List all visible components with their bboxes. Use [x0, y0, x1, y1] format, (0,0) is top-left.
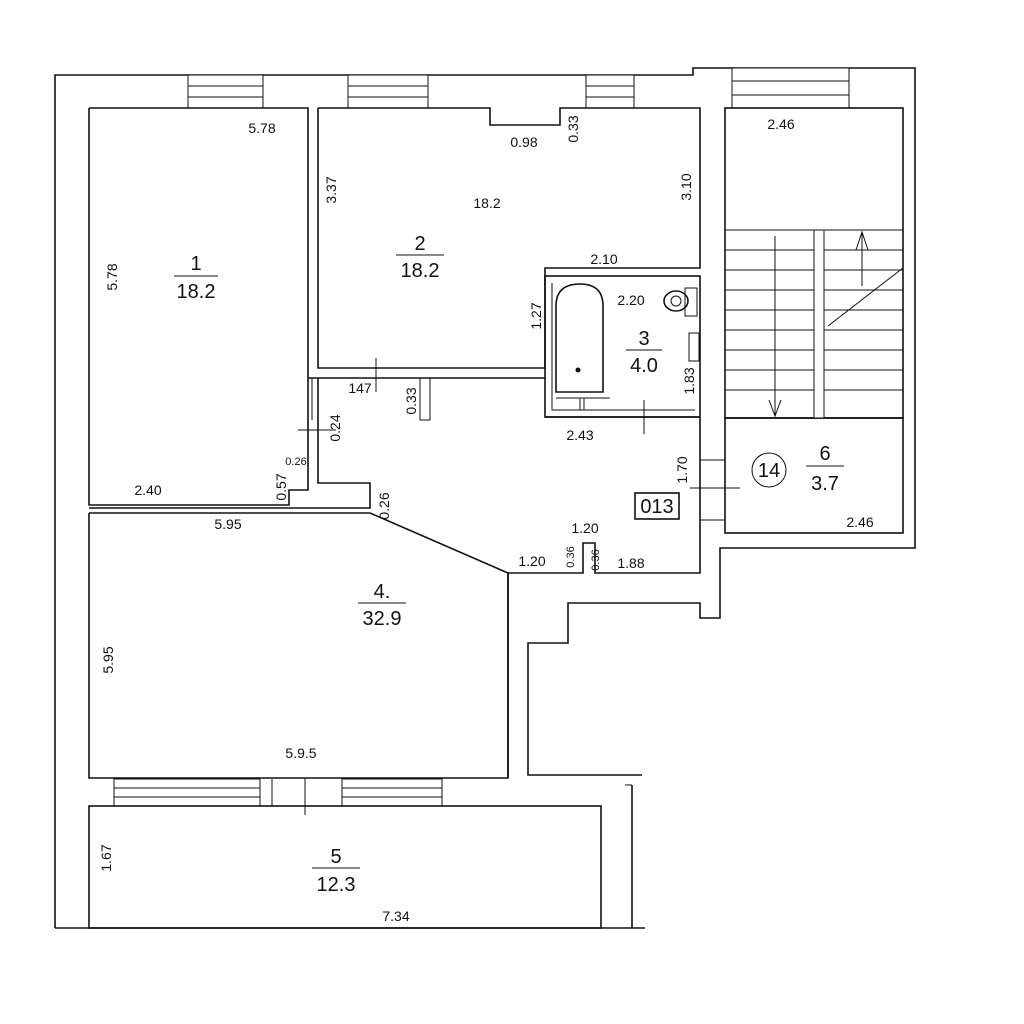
room-5-label: 5 12.3 [312, 846, 360, 896]
window-room2-right [585, 74, 635, 109]
dim-hall-147: 147 [348, 380, 372, 396]
door-marks [298, 358, 645, 815]
dim-r1-left: 5.78 [104, 263, 120, 290]
window-room1 [187, 74, 264, 109]
dim-bath-right: 1.83 [681, 367, 697, 394]
dim-bath-left: 1.27 [528, 302, 544, 329]
room-1-number: 1 [190, 253, 201, 275]
room-2-area: 18.2 [401, 260, 440, 282]
room-2-outline [317, 107, 701, 369]
dim-hall-033: 0.33 [403, 387, 419, 414]
dim-bath-bottom: 2.43 [566, 427, 593, 443]
room-2-number: 2 [414, 233, 425, 255]
dim-r1-step-h: 0.57 [273, 473, 289, 500]
hall-partitions [89, 377, 701, 778]
dim-r2-bottom: 2.10 [590, 251, 617, 267]
dim-hall-024: 0.24 [327, 414, 343, 441]
windows [113, 67, 850, 807]
dim-corr-120-left: 1.20 [518, 553, 545, 569]
door-code: 013 [640, 496, 673, 518]
dim-r4-top: 5.95 [214, 516, 241, 532]
dim-stair-bottom: 2.46 [846, 514, 873, 530]
room-1-label: 1 18.2 [174, 253, 218, 303]
dim-r2-right: 3.10 [678, 173, 694, 200]
window-room4-right [341, 778, 443, 807]
room-2-label: 2 18.2 18.2 [396, 195, 501, 282]
toilet [663, 287, 698, 317]
dim-r1-bottom: 2.40 [134, 482, 161, 498]
room-1-outline [88, 107, 309, 506]
dim-r2-left: 3.37 [323, 176, 339, 203]
dim-corr-188: 1.88 [617, 555, 644, 571]
window-room4-left [113, 778, 261, 807]
room-5-area: 12.3 [317, 874, 356, 896]
dim-r5-left: 1.67 [98, 844, 114, 871]
dim-stair-top: 2.46 [767, 116, 794, 132]
stairwell [690, 107, 904, 534]
dim-r2-notch-h: 0.33 [565, 115, 581, 142]
room-1-area: 18.2 [177, 281, 216, 303]
room-2-inner-area: 18.2 [473, 195, 500, 211]
dim-r4-left: 5.95 [100, 646, 116, 673]
dim-r4-bottom: 5.9.5 [285, 745, 316, 761]
dim-corr-036-b: 0.36 [590, 549, 602, 570]
dim-r5-bottom: 7.34 [382, 908, 409, 924]
window-stairwell [731, 67, 850, 109]
window-room2-left [347, 74, 429, 109]
dim-corr-036-a: 0.36 [565, 546, 577, 567]
bathtub [555, 283, 610, 410]
room-5-balcony-outline [88, 779, 602, 929]
room-6-area: 3.7 [811, 473, 839, 495]
door-code-badge: 013 [634, 492, 680, 520]
dim-corr-120-top: 1.20 [571, 520, 598, 536]
dim-corr-170: 1.70 [674, 456, 690, 483]
dim-r1-top: 5.78 [248, 120, 275, 136]
room-3-number: 3 [638, 328, 649, 350]
dim-r1-step-w: 0.26 [285, 456, 306, 468]
room-6-number: 6 [819, 443, 830, 465]
sink [688, 332, 700, 362]
room-4-area: 32.9 [363, 608, 402, 630]
dimension-labels: 5.78 5.78 2.40 0.26 0.57 0.98 0.33 3.37 … [98, 115, 874, 924]
dim-hall-026: 0.26 [376, 492, 392, 519]
room-3-area: 4.0 [630, 355, 658, 377]
dim-r2-notch-w: 0.98 [510, 134, 537, 150]
room-4-outline [88, 512, 509, 779]
dim-bath-top: 2.20 [617, 292, 644, 308]
stair-marker-number: 14 [758, 460, 780, 482]
room-4-label: 4. 32.9 [358, 581, 406, 630]
room-3-label: 3 4.0 [626, 328, 662, 377]
room-6-label: 6 3.7 [806, 443, 844, 495]
room-4-number: 4. [374, 581, 391, 603]
stair-marker: 14 [751, 452, 787, 488]
room-5-number: 5 [330, 846, 341, 868]
